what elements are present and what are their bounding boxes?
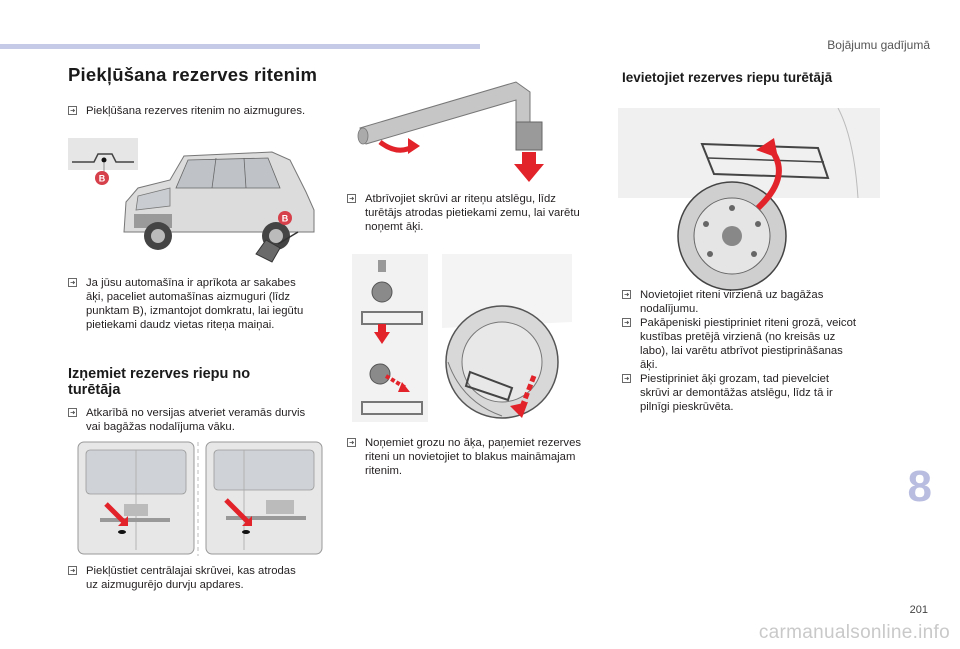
header-accent-bar [0,44,480,49]
bullet-line: Pakāpeniski piestipriniet riteni grozā, … [640,317,857,329]
section-title-insert-spare: Ievietojiet rezerves riepu turētājā [622,70,833,85]
bullet-arrow-icon [68,278,77,287]
bullet-line: pietiekami daudz vietas riteņa maiņai. [86,319,275,331]
bullet-line: Piestipriniet āķi grozam, tad pievelciet [640,373,829,385]
bullet-arrow-icon [68,106,77,115]
title-line: turētāja [68,382,121,398]
marker-b-icon [95,171,109,185]
bullet-arrow-icon [622,318,631,327]
bullet-line: uz aizmugurējo durvju apdares. [86,579,244,591]
bullet-line: noņemt āķi. [365,221,424,233]
bullet-raise-car: Ja jūsu automašīna ir aprīkota ar sakabe… [68,276,330,332]
marker-b-label: B [282,214,289,224]
marker-b-icon [278,211,292,225]
bullet-line: Atbrīvojiet skrūvi ar riteņu atslēgu, lī… [365,193,556,205]
bullet-line: Noņemiet grozu no āķa, paņemiet rezerves [365,437,582,449]
bullet-line: āķi, paceliet automašīnas aizmuguri (līd… [86,291,291,303]
bullet-access-from-rear: Piekļūšana rezerves ritenim no aizmugure… [68,104,328,118]
bullet-arrow-icon [68,408,77,417]
bullet-line: skrūvi ar demontāžas atslēgu, līdz tā ir [640,387,833,399]
bullet-arrow-icon [622,374,631,383]
watermark: carmanualsonline.info [758,622,950,643]
chapter-number: 8 [907,462,932,511]
bullet-line: turētājs atrodas pietiekami zemu, lai va… [365,207,580,219]
bullet-line: kustības pretējā virzienā (no kreisās uz [640,331,836,343]
bullet-line: Novietojiet riteni virzienā uz bagāžas [640,289,824,301]
bullet-line: vai bagāžas nodalījuma vāku. [86,421,235,433]
bullet-arrow-icon [347,194,356,203]
title-line: Izņemiet rezerves riepu no [68,366,251,382]
bullet-attach-hook-tighten: Piestipriniet āķi grozam, tad pievelciet… [622,372,878,414]
bullet-release-bolt: Atbrīvojiet skrūvi ar riteņu atslēgu, lī… [347,192,599,234]
bullet-open-doors: Atkarībā no versijas atveriet veramās du… [68,406,330,434]
bullet-line: āķi. [640,359,658,371]
page-number: 201 [909,604,928,616]
bullet-line: nodalījumu. [640,303,699,315]
hook-and-basket-illustration [352,254,572,422]
car-rear-jack-illustration: B B [68,138,315,263]
wheel-wrench-illustration [357,81,544,182]
bullet-line: Atkarībā no versijas atveriet veramās du… [86,407,306,419]
bullet-access-central-bolt: Piekļūstiet centrālajai skrūvei, kas atr… [68,564,330,592]
bullet-fix-wheel-in-basket: Pakāpeniski piestipriniet riteni grozā, … [622,316,878,372]
spare-wheel-basket-illustration [618,108,880,291]
section-title-access-spare-wheel: Piekļūšana rezerves ritenim [68,64,318,85]
bullet-line: pilnīgi pieskrūvēta. [640,401,734,413]
bullet-line: riteni un novietojiet to blakus maināmaj… [365,451,576,463]
bullet-arrow-icon [347,438,356,447]
chapter-title: Bojājumu gadījumā [827,38,930,52]
bullet-remove-basket: Noņemiet grozu no āķa, paņemiet rezerves… [347,436,599,478]
bullet-line: ritenim. [365,465,403,477]
bullet-line: labo), lai varētu atbrīvot piestiprināša… [640,345,843,357]
bullet-position-wheel: Novietojiet riteni virzienā uz bagāžas n… [622,288,878,316]
rear-doors-illustration [77,441,323,556]
bullet-text: Piekļūšana rezerves ritenim no aizmugure… [86,105,306,117]
bullet-line: Piekļūstiet centrālajai skrūvei, kas atr… [86,565,296,577]
section-title-remove-spare: Izņemiet rezerves riepu no turētāja [68,366,250,398]
bullet-line: Ja jūsu automašīna ir aprīkota ar sakabe… [86,277,296,289]
bullet-arrow-icon [68,566,77,575]
marker-b-label: B [99,174,106,184]
bullet-arrow-icon [622,290,631,299]
bullet-line: punktam B), izmantojot domkratu, lai ieg… [86,305,304,317]
